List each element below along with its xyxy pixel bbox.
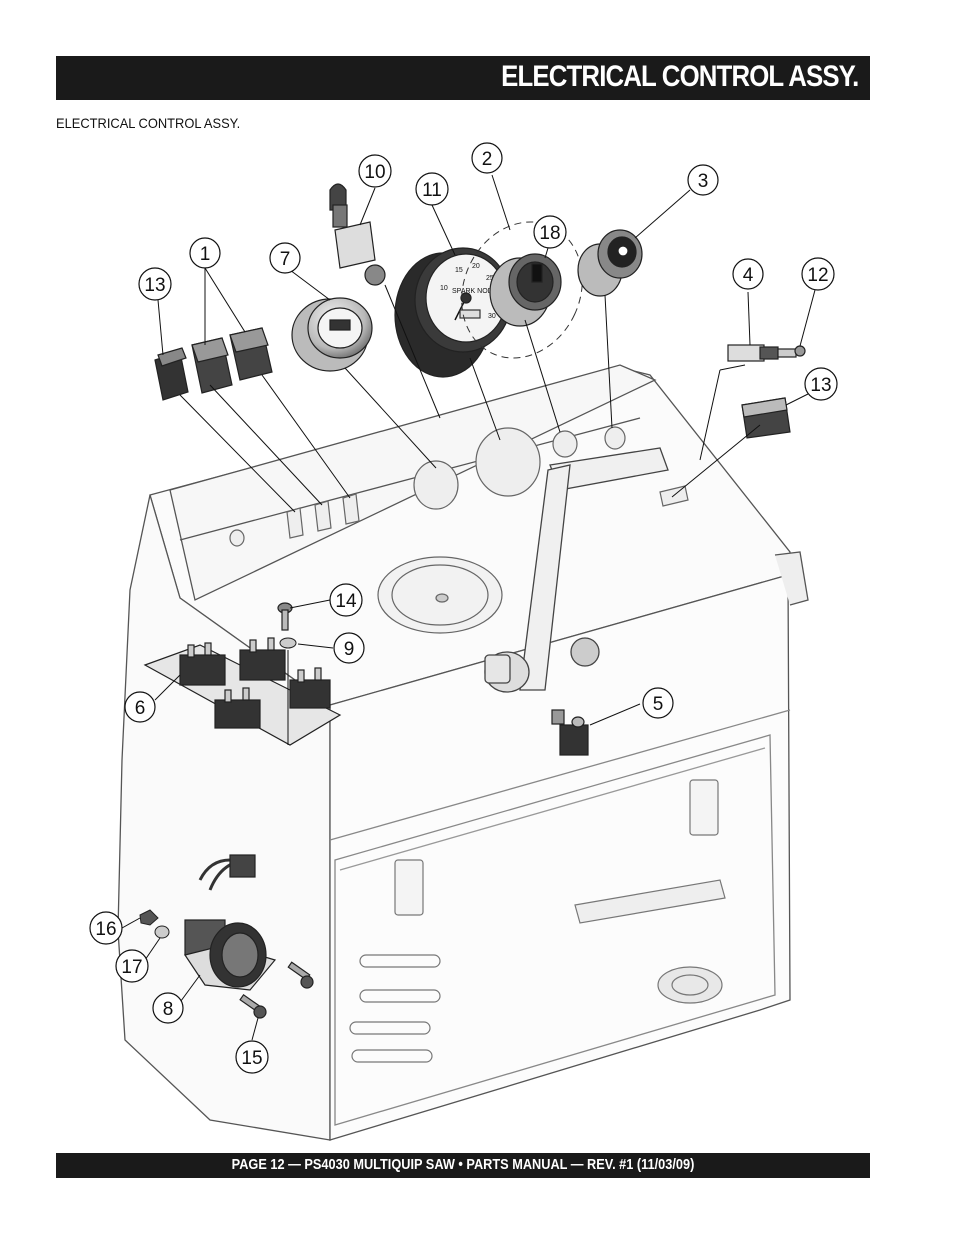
toggle-switch-4 <box>727 344 806 362</box>
callout-3: 3 <box>687 164 719 196</box>
sloped-instrument-panel <box>169 364 657 601</box>
callout-label: 8 <box>163 999 174 1020</box>
gauge-tick-labels: 10 15 20 25 30 <box>440 263 496 320</box>
front-slots <box>349 779 726 1063</box>
callout-6: 6 <box>124 691 156 723</box>
page-title: ELECTRICAL CONTROL ASSY. <box>500 60 859 93</box>
callout-2: 2 <box>471 142 503 174</box>
callout-label: 9 <box>344 639 355 660</box>
callout-8: 8 <box>152 992 184 1024</box>
callout-label: 3 <box>698 171 709 192</box>
callout-4: 4 <box>732 258 764 290</box>
micro-switch-5 <box>551 709 589 756</box>
callout-label: 7 <box>280 249 291 270</box>
callout-label: 4 <box>743 265 754 286</box>
washer-17 <box>154 925 170 939</box>
leader-lines <box>121 174 816 1041</box>
key-switch-10 <box>329 183 386 286</box>
callout-10: 10 <box>358 154 392 188</box>
callout-label: 10 <box>364 162 385 183</box>
rocker-switch-13-left <box>154 347 189 401</box>
callout-markers: 1 2 3 4 5 6 7 8 9 10 11 12 13 13 14 15 1… <box>89 142 838 1074</box>
solenoid-8 <box>184 854 277 991</box>
washer-9 <box>279 637 297 649</box>
callout-label: 16 <box>95 919 116 940</box>
footer-bar: PAGE 12 — PS4030 MULTIQUIP SAW • PARTS M… <box>56 1153 870 1178</box>
callout-label: 15 <box>241 1048 262 1069</box>
rocker-switch-1a <box>191 337 233 394</box>
callout-9: 9 <box>333 632 365 664</box>
bolt-15 <box>239 961 314 1019</box>
callout-16: 16 <box>89 911 123 945</box>
callout-label: 6 <box>135 698 146 719</box>
rocker-switch-1b <box>229 327 273 381</box>
callout-label: 14 <box>335 591 357 612</box>
callout-13-left: 13 <box>138 267 172 301</box>
nut-16 <box>139 909 159 926</box>
callout-18: 18 <box>533 215 567 249</box>
throttle-lever <box>484 447 669 693</box>
callout-label: 11 <box>422 180 442 201</box>
gauge-tick: 30 <box>488 313 496 320</box>
tachometer-gauge-11: SPARK NOD 10 15 20 25 30 <box>394 247 512 378</box>
terminal-block-plate-6 <box>143 637 342 746</box>
callout-label: 13 <box>810 375 831 396</box>
panel-cutouts <box>229 426 689 547</box>
gauge-tick: 20 <box>472 263 480 270</box>
callout-14: 14 <box>329 583 363 617</box>
callout-12: 12 <box>801 257 835 291</box>
callout-5: 5 <box>642 687 674 719</box>
callout-1: 1 <box>189 237 221 269</box>
section-subtitle: ELECTRICAL CONTROL ASSY. <box>56 115 241 131</box>
callout-15: 15 <box>235 1040 269 1074</box>
callout-label: 13 <box>144 275 165 296</box>
top-turntable <box>377 556 503 634</box>
gauge-tick: 25 <box>486 275 494 282</box>
callout-label: 1 <box>200 244 211 265</box>
gauge-tick: 10 <box>440 285 448 292</box>
gauge-brand-text: SPARK NOD <box>452 288 493 295</box>
gauge-tick: 15 <box>455 267 463 274</box>
callout-7: 7 <box>269 242 301 274</box>
callout-label: 17 <box>121 957 142 978</box>
push-button-3 <box>577 229 643 297</box>
callout-label: 12 <box>807 265 828 286</box>
footer-text: PAGE 12 — PS4030 MULTIQUIP SAW • PARTS M… <box>231 1156 695 1173</box>
callout-label: 18 <box>539 223 560 244</box>
header-bar: ELECTRICAL CONTROL ASSY. <box>56 56 870 100</box>
callout-11: 11 <box>415 172 449 206</box>
callout-17: 17 <box>115 949 149 983</box>
ignition-switch-18 <box>489 253 562 327</box>
callout-label: 2 <box>482 149 493 170</box>
switch-cover-13-right <box>741 397 791 439</box>
control-box-frame <box>117 364 809 1141</box>
callout-13-right: 13 <box>804 367 838 401</box>
callout-label: 5 <box>653 694 664 715</box>
hour-meter-7 <box>291 297 373 372</box>
